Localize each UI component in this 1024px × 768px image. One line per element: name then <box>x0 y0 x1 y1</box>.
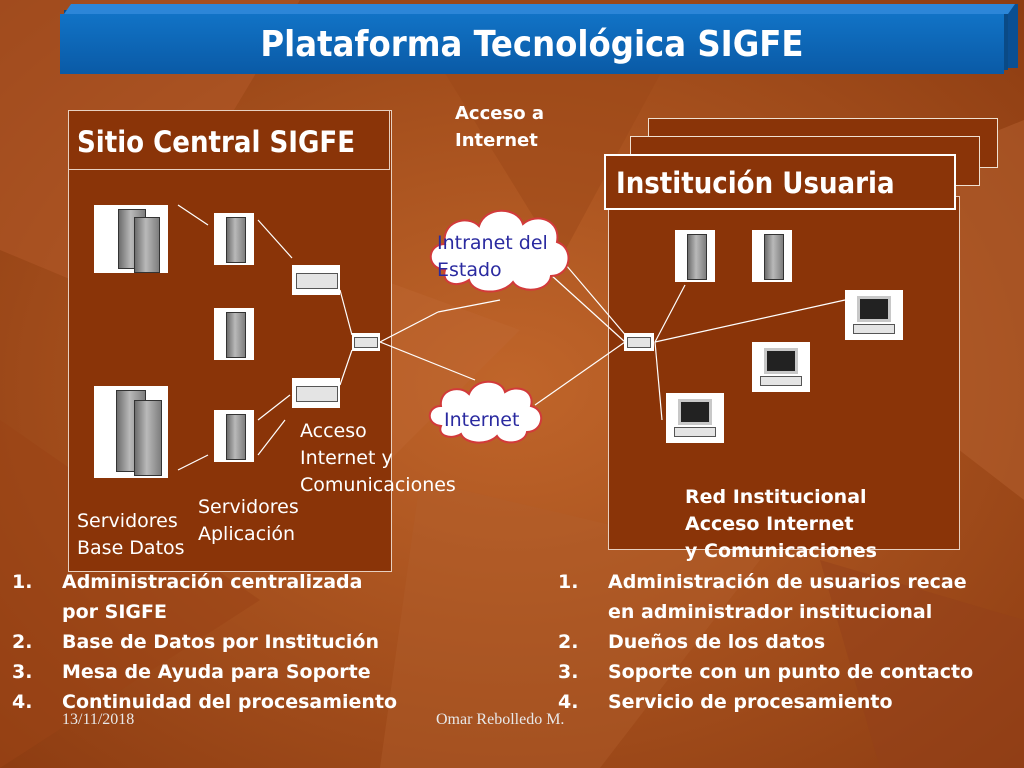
list-item: 4. Continuidad del procesamiento <box>12 691 398 713</box>
list-item: 4. Servicio de procesamiento <box>558 691 893 713</box>
institution-server-2-icon <box>752 230 792 282</box>
intranet-cloud-label: Intranet del Estado <box>437 232 548 281</box>
workstation-3-icon <box>666 393 724 443</box>
switch-central-icon <box>352 333 380 351</box>
app-servers-label: Servidores Aplicación <box>198 496 299 545</box>
institution-network-label: Red Institucional Acceso Internet y Comu… <box>685 486 877 562</box>
central-site-header: Sitio Central SIGFE <box>68 110 390 170</box>
footer-date: 13/11/2018 <box>62 711 135 728</box>
list-item: 3. Soporte con un punto de contacto <box>558 661 974 683</box>
workstation-2-icon <box>752 342 810 392</box>
list-item: 2. Dueños de los datos <box>558 631 826 653</box>
router-2-icon <box>292 378 340 408</box>
list-item: 2. Base de Datos por Institución <box>12 631 379 653</box>
intranet-cloud-icon <box>429 209 570 293</box>
workstation-1-icon <box>845 290 903 340</box>
app-server-3-icon <box>214 410 254 462</box>
app-server-2-icon <box>214 308 254 360</box>
institution-header: Institución Usuaria <box>604 154 956 210</box>
list-item: 3. Mesa de Ayuda para Soporte <box>12 661 371 683</box>
slide-title: Plataforma Tecnológica SIGFE <box>260 24 804 65</box>
database-server-1-icon <box>94 205 168 273</box>
site-access-label: Acceso Internet y Comunicaciones <box>300 420 456 496</box>
internet-access-label: Acceso a Internet <box>455 103 544 151</box>
internet-cloud-icon <box>428 380 542 444</box>
switch-institution-icon <box>624 333 654 351</box>
internet-cloud-label: Internet <box>444 409 520 431</box>
title-banner-side <box>1004 4 1018 68</box>
router-1-icon <box>292 265 340 295</box>
database-server-2-icon <box>94 386 168 478</box>
app-server-1-icon <box>214 213 254 265</box>
footer-author: Omar Rebolledo M. <box>436 711 565 728</box>
db-servers-label: Servidores Base Datos <box>77 510 185 559</box>
title-banner <box>60 14 1004 74</box>
institution-server-1-icon <box>675 230 715 282</box>
